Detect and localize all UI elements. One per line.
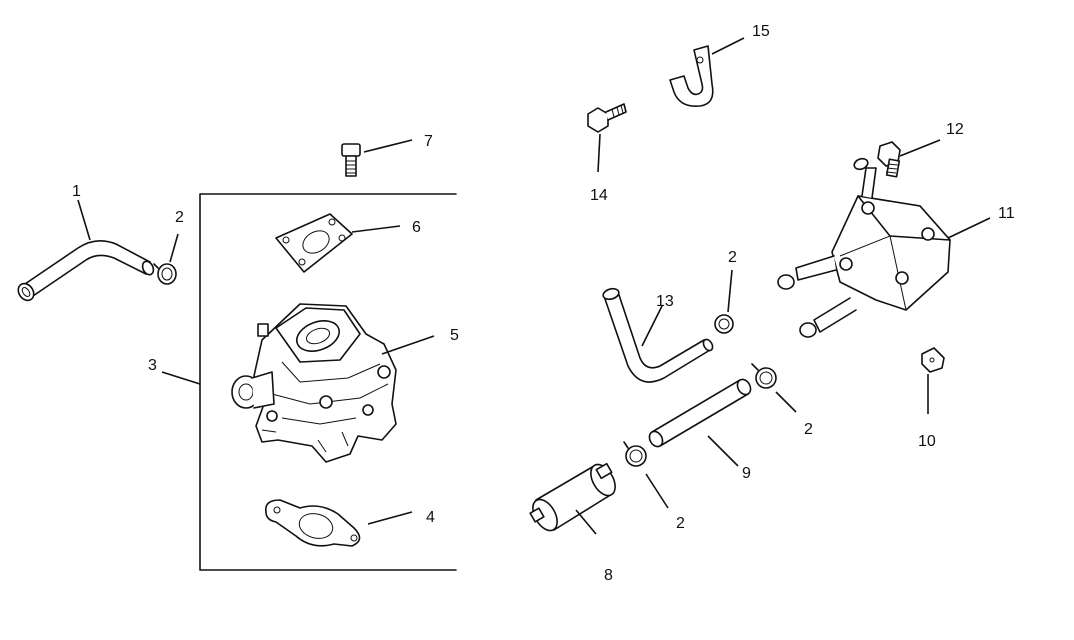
callout-5: 5	[450, 327, 459, 344]
callout-2-upper: 2	[728, 249, 737, 266]
screw-part-14	[587, 103, 627, 133]
callout-15: 15	[752, 23, 770, 40]
p-clip-part-15	[669, 45, 714, 108]
callout-11: 11	[998, 205, 1015, 222]
callout-2-left: 2	[175, 209, 184, 226]
hose-clamp-part-2-upper	[714, 314, 734, 334]
callout-14: 14	[590, 187, 608, 204]
fuel-hose-part-9	[648, 378, 752, 448]
callout-labels: 1 2 3 4 5 6 7 8 9 10 11 12 13 14 15 2 2 …	[72, 23, 1015, 584]
carburetor-part-5	[231, 303, 397, 463]
callout-8: 8	[604, 567, 613, 584]
carburetor-assembly-bracket	[199, 193, 457, 571]
hose-clamp-part-2-lower	[623, 441, 647, 467]
callout-1: 1	[72, 183, 81, 200]
leader-lines	[77, 37, 991, 535]
fuel-filter-part-8	[529, 462, 616, 532]
callout-10: 10	[918, 433, 936, 450]
fitting-part-10	[921, 347, 945, 373]
callout-2-right: 2	[804, 421, 813, 438]
callout-3: 3	[148, 357, 157, 374]
fuel-hose-part-13	[602, 287, 714, 383]
callout-4: 4	[426, 509, 435, 526]
hose-clamp-part-2-right	[751, 363, 777, 389]
gasket-part-6	[275, 213, 353, 273]
callout-13: 13	[656, 293, 674, 310]
callout-9: 9	[742, 465, 751, 482]
callout-12: 12	[946, 121, 964, 138]
callout-2-lower: 2	[676, 515, 685, 532]
screw-part-7	[341, 143, 361, 177]
fuel-pump-part-11	[777, 157, 951, 338]
callout-7: 7	[424, 133, 433, 150]
fuel-hose-part-1	[17, 240, 155, 302]
screw-part-12	[877, 141, 901, 178]
gasket-part-4	[264, 499, 361, 547]
hose-clamp-part-2-left	[153, 263, 177, 285]
callout-6: 6	[412, 219, 421, 236]
